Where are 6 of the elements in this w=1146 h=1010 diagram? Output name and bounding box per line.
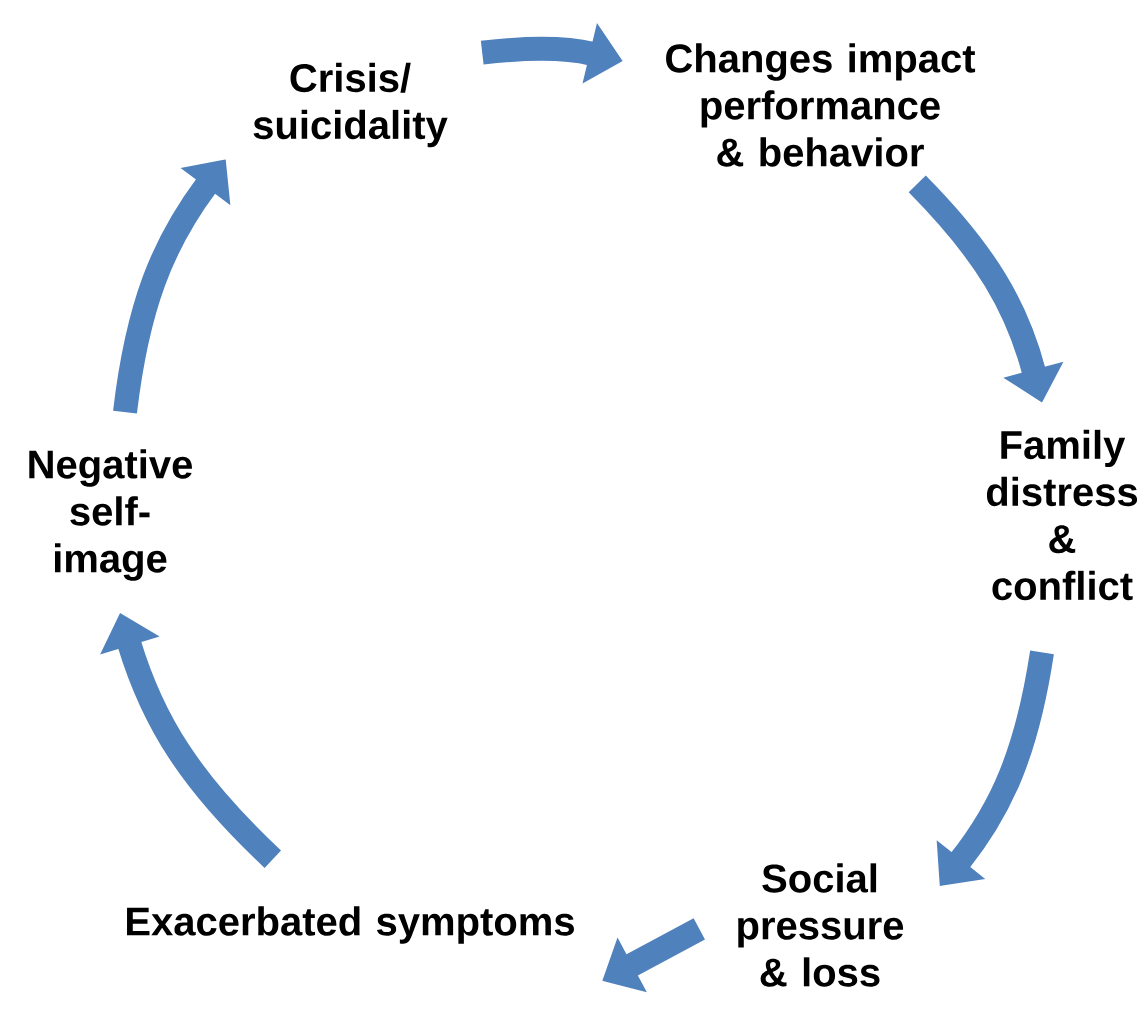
node-label: Family distress & conflict [986,429,1138,601]
node-label: Negative self-image [29,449,192,581]
node-label: Social pressure & loss [738,863,904,987]
node-label: Exacerbated symptoms [127,906,574,944]
node-label: Changes impact performance & behavior [666,43,976,167]
node-label: Crisis/ suicidality [253,62,448,148]
